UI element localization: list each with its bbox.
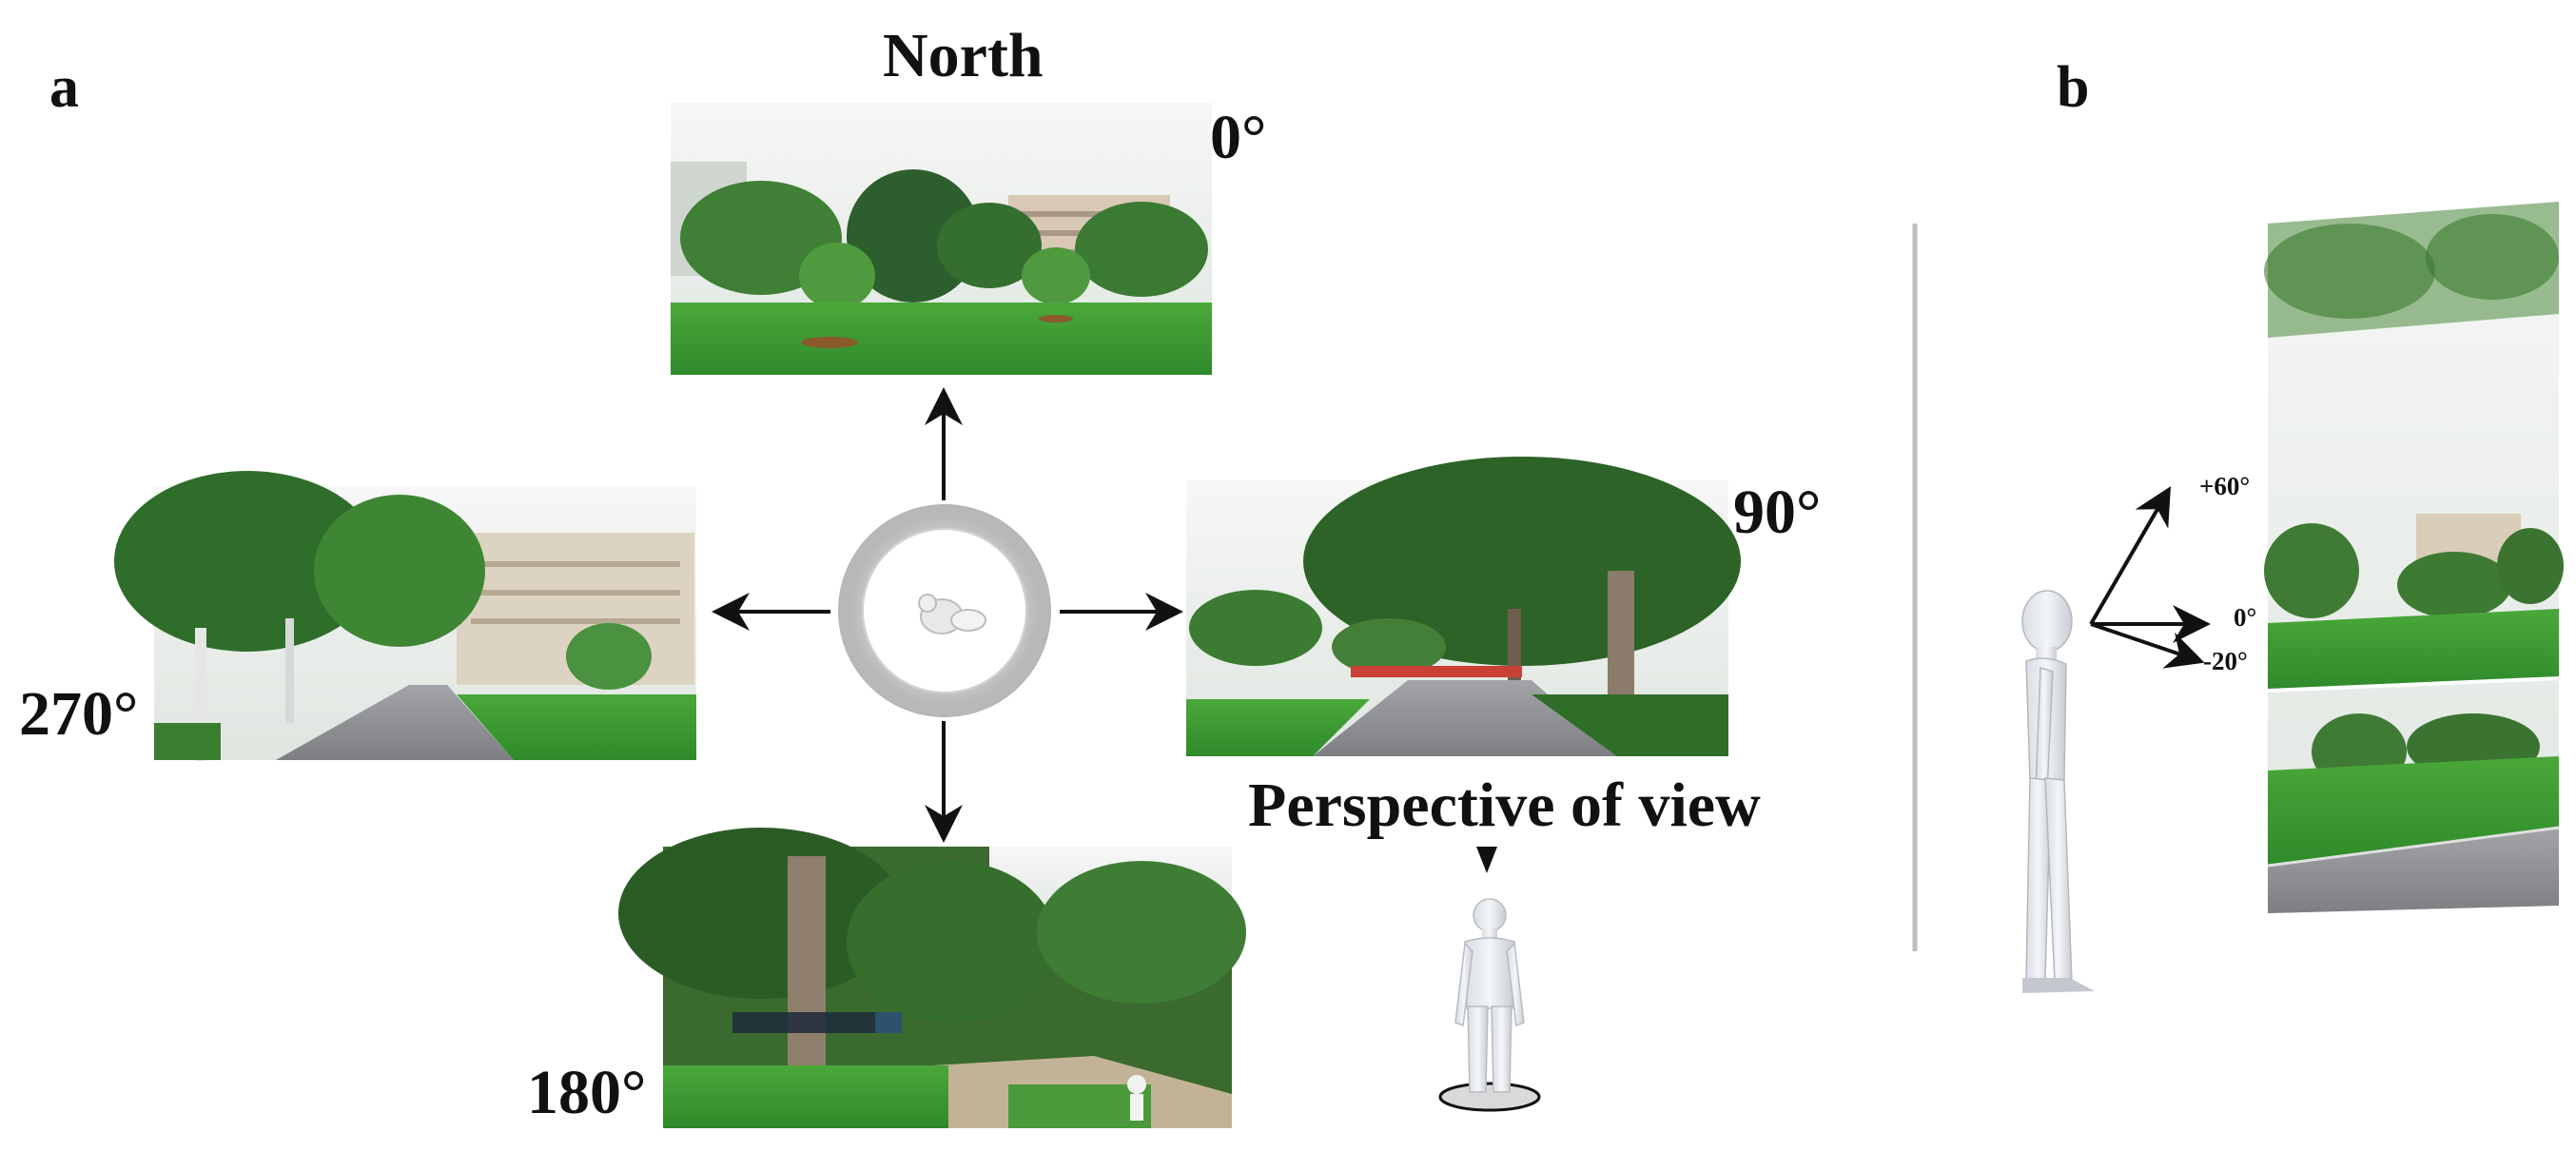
north-heading: North	[883, 21, 1044, 90]
panel-a-letter: a	[49, 55, 79, 120]
standing-person-figure	[1438, 898, 1541, 1112]
south-street-view-photo	[618, 828, 1246, 1128]
angle-label-90: 90°	[1733, 478, 1821, 547]
perspective-pointer-icon	[1476, 847, 1497, 873]
elevation-label-0: 0°	[2234, 603, 2256, 632]
east-street-view-photo	[1186, 457, 1741, 756]
panel-b-letter: b	[2057, 55, 2089, 120]
vertical-view-panorama-strip	[2264, 202, 2564, 913]
center-orientation-ring	[838, 504, 1051, 717]
angle-label-270: 270°	[19, 679, 138, 749]
side-view-person-figure	[2021, 590, 2095, 993]
elevation-label-minus-20: -20°	[2203, 647, 2248, 675]
angle-label-0: 0°	[1210, 103, 1266, 172]
arrow-plus-60	[2089, 486, 2172, 626]
west-street-view-photo	[114, 471, 696, 761]
arrow-minus-20	[2090, 622, 2205, 669]
north-street-view-photo	[671, 103, 1212, 375]
angle-label-180: 180°	[527, 1058, 646, 1127]
direction-arrows	[712, 387, 1183, 843]
perspective-of-view-label: Perspective of view	[1248, 771, 1761, 840]
panel-b: b	[2021, 55, 2564, 993]
panel-a: a North 0°	[19, 21, 1821, 1128]
elevation-arrows	[2089, 486, 2211, 669]
elevation-label-plus-60: +60°	[2199, 472, 2250, 500]
top-down-person-icon	[918, 594, 986, 635]
